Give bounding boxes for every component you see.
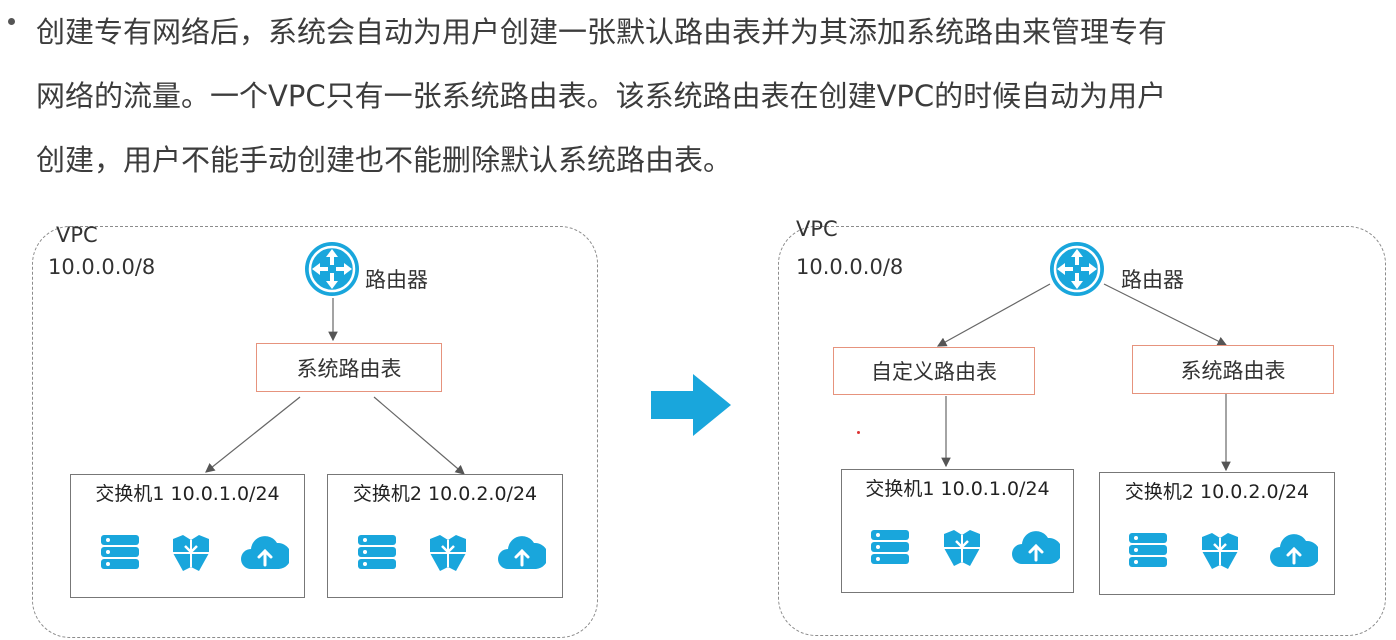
router-icon [305,242,359,296]
server-icon [358,535,396,569]
cloud-upload-icon [498,536,546,569]
left-vpc-cidr: 10.0.0.0/8 [48,255,156,279]
cloud-upload-icon [1012,531,1060,564]
intro-paragraph: 创建专有网络后，系统会自动为用户创建一张默认路由表并为其添加系统路由来管理专有 … [36,0,1386,192]
cloud-upload-icon [1270,534,1318,567]
intro-line-3: 创建，用户不能手动创建也不能删除默认系统路由表。 [36,143,733,177]
left-switch-1: 交换机1 10.0.1.0/24 [70,474,305,598]
right-custom-route-table-label: 自定义路由表 [871,360,997,384]
right-arrow-icon [651,374,731,436]
container-icon [430,535,466,571]
cloud-upload-icon [241,536,289,569]
left-switch-2-label: 交换机2 10.0.2.0/24 [352,483,538,505]
right-switch-1: 交换机1 10.0.1.0/24 [841,469,1074,593]
right-vpc-container [778,226,1386,636]
right-system-route-table-label: 系统路由表 [1180,358,1286,383]
right-custom-route-table: 自定义路由表 [833,347,1035,395]
right-vpc-cidr: 10.0.0.0/8 [796,255,904,279]
router-icon [1050,242,1104,296]
intro-line-1: 创建专有网络后，系统会自动为用户创建一张默认路由表并为其添加系统路由来管理专有 [36,15,1168,49]
right-switch-2: 交换机2 10.0.2.0/24 [1099,472,1335,595]
left-switch-2: 交换机2 10.0.2.0/24 [327,474,563,598]
right-switch-2-label: 交换机2 10.0.2.0/24 [1124,481,1310,503]
left-vpc-container [32,226,598,638]
container-icon [173,535,209,571]
left-vpc-label: VPC [56,223,98,247]
left-system-route-table: 系统路由表 [256,343,442,392]
right-system-route-table: 系统路由表 [1132,345,1334,394]
left-system-route-table-label: 系统路由表 [296,356,402,381]
intro-line-2: 网络的流量。一个VPC只有一张系统路由表。该系统路由表在创建VPC的时候自动为用… [36,79,1167,113]
server-icon [101,535,139,569]
right-router-label: 路由器 [1121,268,1184,292]
left-switch-1-label: 交换机1 10.0.1.0/24 [95,483,280,505]
container-icon [944,530,980,566]
container-icon [1202,533,1238,569]
left-router-label: 路由器 [365,268,428,292]
bullet-dot [8,18,15,25]
server-icon [871,530,909,564]
stray-mark [857,431,860,434]
right-vpc-label: VPC [796,217,838,241]
server-icon [1129,533,1167,567]
right-switch-1-label: 交换机1 10.0.1.0/24 [865,478,1050,500]
